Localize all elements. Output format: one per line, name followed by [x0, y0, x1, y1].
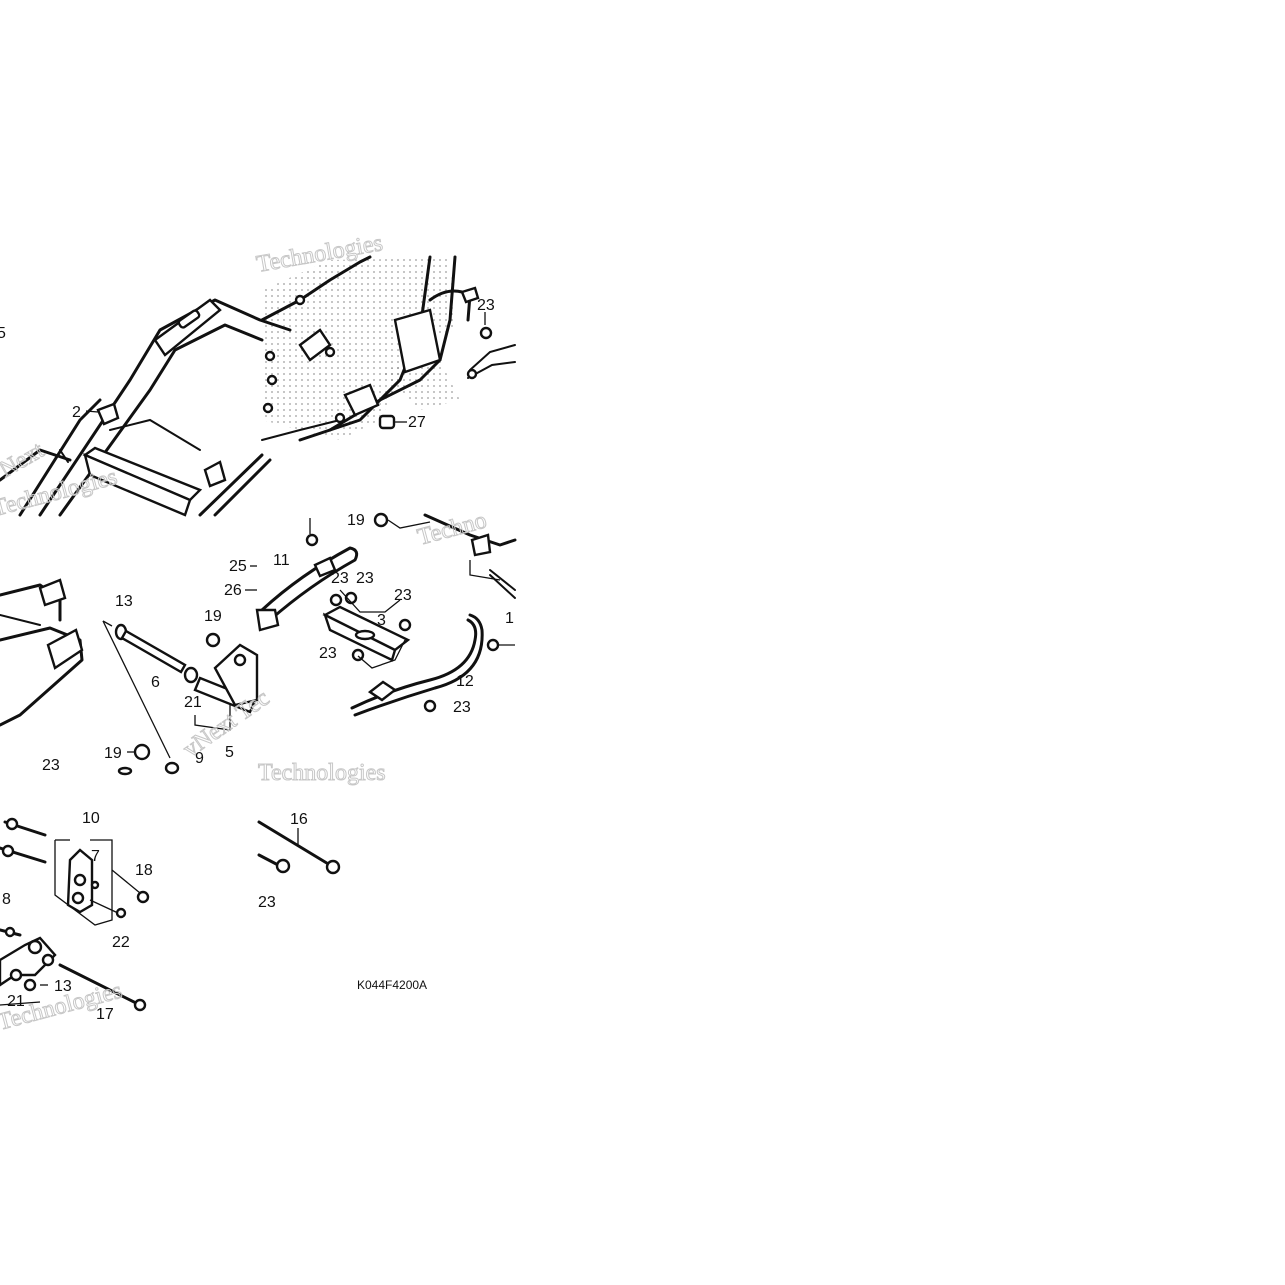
- callout-8: 8: [2, 891, 11, 908]
- callout-2: 2: [72, 404, 81, 421]
- callout-labels: 23 2 27 5 19 25 26 11 23 23 23 3 23 1 12…: [0, 297, 514, 1023]
- callout-16: 16: [290, 811, 308, 828]
- callout-23-a: 23: [331, 570, 349, 587]
- callout-26: 26: [224, 582, 242, 599]
- callout-12: 12: [456, 673, 474, 690]
- callout-18: 18: [135, 862, 153, 879]
- callout-10: 10: [82, 810, 100, 827]
- callout-1: 1: [505, 610, 514, 627]
- engine-mount-view: [0, 817, 150, 1012]
- callout-5: 5: [225, 744, 234, 761]
- callout-21: 21: [184, 694, 202, 711]
- callout-13-bottom: 13: [54, 978, 72, 995]
- callout-23-e: 23: [453, 699, 471, 716]
- callout-6: 6: [151, 674, 160, 691]
- watermark-2: Next: [0, 437, 49, 483]
- watermark-5: Technologies: [258, 760, 386, 786]
- frame-pipe-view: [245, 512, 517, 717]
- callout-11: 11: [273, 552, 290, 569]
- callout-19: 19: [204, 608, 222, 625]
- callout-23-bottom: 23: [258, 894, 276, 911]
- callout-13: 13: [115, 593, 133, 610]
- callout-5-edge: 5: [0, 325, 6, 342]
- callout-19-b: 19: [104, 745, 122, 762]
- diagram-code: K044F4200A: [357, 978, 427, 992]
- callout-23-d: 23: [319, 645, 337, 662]
- callout-25: 25: [229, 558, 247, 575]
- callout-23-b: 23: [356, 570, 374, 587]
- callout-19-top: 19: [347, 512, 365, 529]
- callout-21-bottom: 21: [7, 993, 25, 1010]
- callout-23-c: 23: [394, 587, 412, 604]
- callout-27: 27: [408, 414, 426, 431]
- bolt-detail-view: [257, 820, 341, 875]
- callout-9: 9: [195, 750, 204, 767]
- callout-23-top: 23: [477, 297, 495, 314]
- engine-hanger-view: [0, 578, 259, 776]
- callout-17: 17: [96, 1006, 114, 1023]
- callout-22: 22: [112, 934, 130, 951]
- callout-3: 3: [377, 612, 386, 629]
- frame-assembly-view: [0, 255, 516, 517]
- callout-23-left: 23: [42, 757, 60, 774]
- callout-7: 7: [91, 848, 100, 865]
